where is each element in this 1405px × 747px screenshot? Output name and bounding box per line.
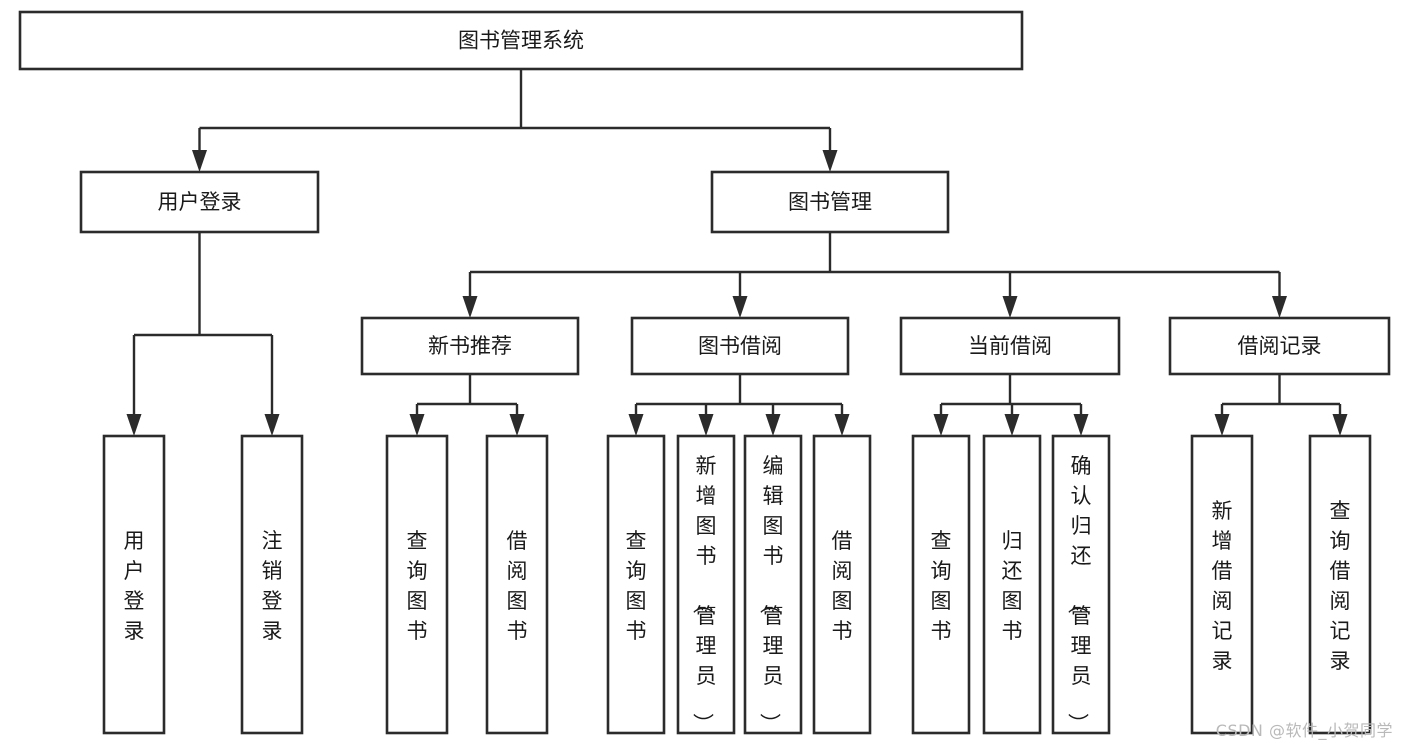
node-user-login[interactable]: 用户登录 (79, 170, 320, 234)
node-leaf-confirm-return-admin[interactable]: 确认归还（管理员） (1051, 434, 1111, 735)
node-box[interactable] (1308, 434, 1372, 735)
node-box[interactable] (18, 10, 1024, 71)
node-label: 新增借阅记录 (1212, 499, 1233, 673)
node-label: 图书管理 (788, 190, 872, 214)
node-label: 注销登录 (262, 529, 283, 643)
node-label: 查询图书 (626, 529, 647, 643)
node-book-borrow[interactable]: 图书借阅 (630, 316, 850, 376)
arrow-head-icon (1073, 414, 1089, 436)
arrow-head-icon (509, 414, 525, 436)
arrow-head-icon (1214, 414, 1230, 436)
node-label: 用户登录 (158, 190, 242, 214)
node-box[interactable] (1051, 434, 1111, 735)
node-leaf-add-book-admin[interactable]: 新增图书（管理员） (676, 434, 736, 735)
node-label: 借阅图书 (832, 529, 853, 643)
node-label: 查询借阅记录 (1330, 499, 1351, 673)
node-label: 新书推荐 (428, 334, 512, 358)
node-box[interactable] (743, 434, 803, 735)
arrow-head-icon (834, 414, 850, 436)
arrow-head-icon (822, 150, 838, 172)
node-leaf-borrow-book-new[interactable]: 借阅图书 (485, 434, 549, 735)
node-box[interactable] (385, 434, 449, 735)
node-label: 借阅记录 (1238, 334, 1322, 358)
arrow-head-icon (1004, 414, 1020, 436)
node-box[interactable] (360, 316, 580, 376)
node-box[interactable] (102, 434, 166, 735)
node-box[interactable] (606, 434, 666, 735)
connector-group (462, 232, 1287, 318)
node-label: 编辑图书（管理员） (758, 454, 784, 734)
watermark-label: CSDN @软件_小贺同学 (1215, 721, 1393, 740)
node-label: 查询图书 (407, 529, 428, 643)
node-box[interactable] (676, 434, 736, 735)
arrow-head-icon (1332, 414, 1348, 436)
node-leaf-return-book[interactable]: 归还图书 (982, 434, 1042, 735)
node-leaf-user-login[interactable]: 用户登录 (102, 434, 166, 735)
node-box[interactable] (982, 434, 1042, 735)
node-root[interactable]: 图书管理系统 (18, 10, 1024, 71)
node-layer: 图书管理系统用户登录图书管理新书推荐图书借阅当前借阅借阅记录用户登录注销登录查询… (18, 10, 1391, 735)
arrow-head-icon (933, 414, 949, 436)
node-label: 用户登录 (124, 529, 145, 643)
node-label: 图书管理系统 (458, 29, 584, 53)
node-box[interactable] (1190, 434, 1254, 735)
node-box[interactable] (630, 316, 850, 376)
connector-group (933, 374, 1089, 436)
node-label: 借阅图书 (507, 529, 528, 643)
node-leaf-borrow-book[interactable]: 借阅图书 (812, 434, 872, 735)
connector-layer (126, 69, 1348, 436)
connector-group (126, 232, 280, 436)
node-current-borrow[interactable]: 当前借阅 (899, 316, 1121, 376)
node-leaf-add-borrow-record[interactable]: 新增借阅记录 (1190, 434, 1254, 735)
node-box[interactable] (79, 170, 320, 234)
arrow-head-icon (409, 414, 425, 436)
arrow-head-icon (628, 414, 644, 436)
node-borrow-record[interactable]: 借阅记录 (1168, 316, 1391, 376)
arrow-head-icon (192, 150, 207, 172)
node-box[interactable] (710, 170, 950, 234)
arrow-head-icon (264, 414, 280, 436)
arrow-head-icon (1002, 296, 1018, 318)
node-label: 查询图书 (931, 529, 952, 643)
arrow-head-icon (732, 296, 748, 318)
arrow-head-icon (765, 414, 781, 436)
node-label: 当前借阅 (968, 334, 1052, 358)
arrow-head-icon (698, 414, 714, 436)
node-label: 归还图书 (1002, 529, 1023, 643)
node-leaf-query-book-borrow[interactable]: 查询图书 (606, 434, 666, 735)
node-leaf-logout[interactable]: 注销登录 (240, 434, 304, 735)
node-box[interactable] (812, 434, 872, 735)
arrow-head-icon (462, 296, 478, 318)
node-box[interactable] (899, 316, 1121, 376)
node-label: 新增图书（管理员） (691, 454, 717, 734)
node-box[interactable] (1168, 316, 1391, 376)
connector-group (628, 374, 850, 436)
arrow-head-icon (1272, 296, 1287, 318)
node-box[interactable] (911, 434, 971, 735)
node-box[interactable] (240, 434, 304, 735)
node-book-management[interactable]: 图书管理 (710, 170, 950, 234)
node-box[interactable] (485, 434, 549, 735)
node-leaf-query-book-new[interactable]: 查询图书 (385, 434, 449, 735)
node-label: 确认归还（管理员） (1066, 454, 1092, 734)
connector-group (1214, 374, 1348, 436)
node-label: 图书借阅 (698, 334, 782, 358)
connector-group (409, 374, 525, 436)
connector-group (192, 69, 838, 172)
node-new-book-recommend[interactable]: 新书推荐 (360, 316, 580, 376)
node-leaf-query-borrow-record[interactable]: 查询借阅记录 (1308, 434, 1372, 735)
node-leaf-edit-book-admin[interactable]: 编辑图书（管理员） (743, 434, 803, 735)
arrow-head-icon (126, 414, 142, 436)
node-leaf-query-book-current[interactable]: 查询图书 (911, 434, 971, 735)
